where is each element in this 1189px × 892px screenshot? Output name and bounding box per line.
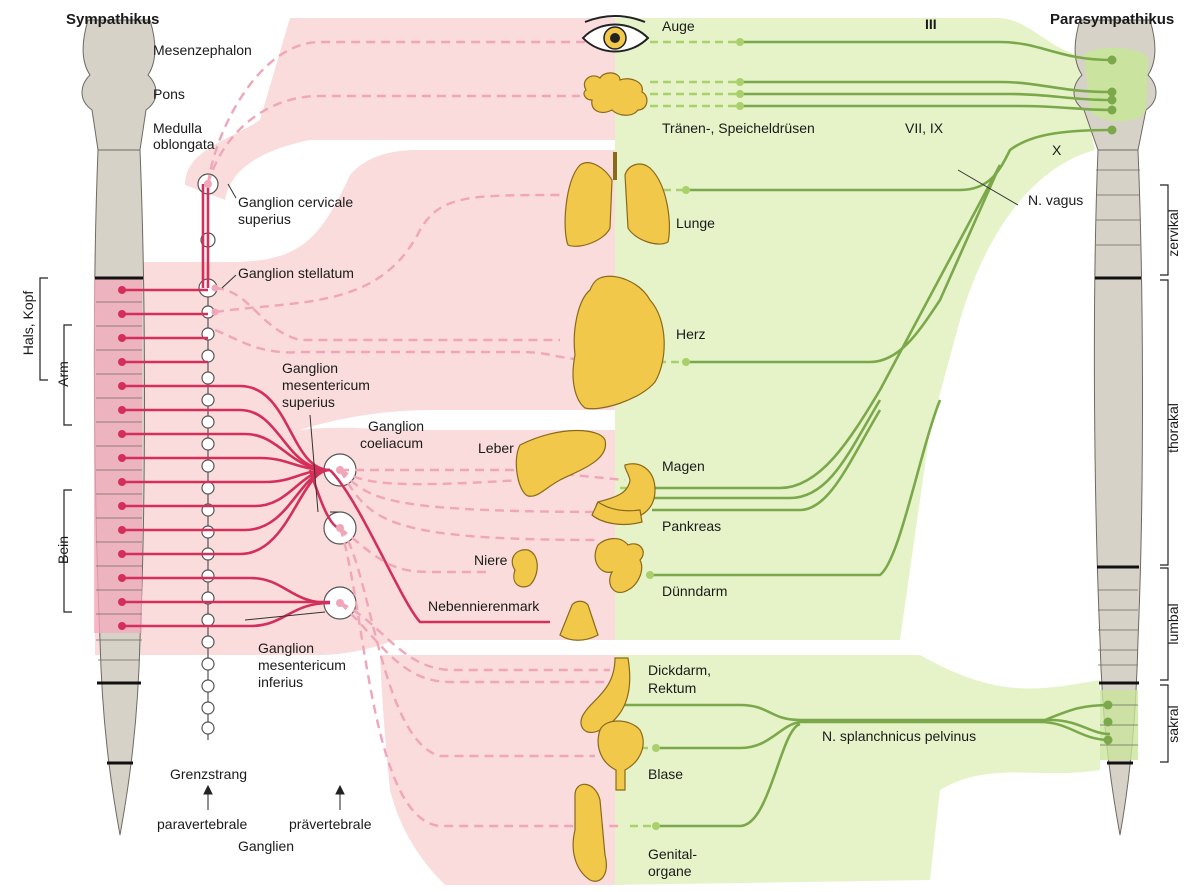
label-ganglion-mes-sup-2: mesentericum xyxy=(282,377,370,393)
label-ganglion-stellatum: Ganglion stellatum xyxy=(238,265,354,281)
label-praevertebrale: prävertebrale xyxy=(289,816,372,832)
label-lumbal: lumbal xyxy=(1165,594,1181,654)
label-ganglion-mes-sup-3: superius xyxy=(282,394,335,410)
label-genital-2: organe xyxy=(648,863,692,879)
label-pankreas: Pankreas xyxy=(662,518,721,534)
label-blase: Blase xyxy=(648,766,683,782)
label-bein: Bein xyxy=(55,525,71,575)
label-magen: Magen xyxy=(662,458,705,474)
label-grenzstrang: Grenzstrang xyxy=(170,766,247,782)
label-ganglion-coel-1: Ganglion xyxy=(368,418,424,434)
sympathikus-title: Sympathikus xyxy=(66,12,159,28)
label-cranial-vii-ix: VII, IX xyxy=(905,120,943,136)
label-herz: Herz xyxy=(676,326,706,342)
label-arm: Arm xyxy=(55,349,71,399)
label-ganglion-mes-inf-1: Ganglion xyxy=(258,640,314,656)
brainstem-left xyxy=(82,20,156,150)
label-sakral: sakral xyxy=(1165,694,1181,754)
label-cranial-x: X xyxy=(1052,142,1061,158)
label-duenndarm: Dünndarm xyxy=(662,583,727,599)
label-medulla-2: oblongata xyxy=(153,136,215,152)
label-dickdarm-2: Rektum xyxy=(648,680,696,696)
label-medulla-1: Medulla xyxy=(153,120,202,136)
label-hals-kopf: Hals, Kopf xyxy=(20,288,36,358)
label-ganglion-mes-inf-2: mesentericum xyxy=(258,657,346,673)
label-paravertebrale: paravertebrale xyxy=(157,816,247,832)
label-ganglion-cervicale-2: superius xyxy=(238,211,291,227)
label-ganglion-mes-sup-1: Ganglion xyxy=(282,360,338,376)
label-mesenzephalon: Mesenzephalon xyxy=(153,42,252,58)
trunk-parasympathetic-region xyxy=(615,128,1095,640)
prevertebral-ganglia xyxy=(324,454,356,619)
kidney-icon xyxy=(512,550,537,587)
label-traenen: Tränen-, Speicheldrüsen xyxy=(662,120,815,136)
bottom-arrows xyxy=(204,786,344,810)
label-ganglion-cervicale-1: Ganglion cervicale xyxy=(238,194,353,210)
label-thorakal: thorakal xyxy=(1165,393,1181,463)
label-zervikal: zervikal xyxy=(1165,198,1181,268)
label-pons: Pons xyxy=(153,86,185,102)
sympathetic-root-dots xyxy=(118,286,126,630)
label-niere: Niere xyxy=(474,552,507,568)
label-cranial-iii: III xyxy=(925,16,937,32)
sympathetic-spinal-cord xyxy=(82,20,156,835)
label-lunge: Lunge xyxy=(676,215,715,231)
label-leber: Leber xyxy=(478,440,514,456)
label-n-vagus: N. vagus xyxy=(1028,192,1083,208)
label-dickdarm-1: Dickdarm, xyxy=(648,662,711,678)
sympathetic-segments-highlight xyxy=(94,278,142,633)
parasympathikus-title: Parasympathikus xyxy=(1050,12,1174,28)
label-nebennierenmark: Nebennierenmark xyxy=(428,598,539,614)
label-ganglien: Ganglien xyxy=(238,838,294,854)
label-auge: Auge xyxy=(662,18,695,34)
label-n-splanchnicus-pelvinus: N. splanchnicus pelvinus xyxy=(822,728,976,744)
label-genital-1: Genital- xyxy=(648,846,697,862)
label-ganglion-mes-inf-3: inferius xyxy=(258,674,303,690)
label-ganglion-coel-2: coeliacum xyxy=(360,435,423,451)
